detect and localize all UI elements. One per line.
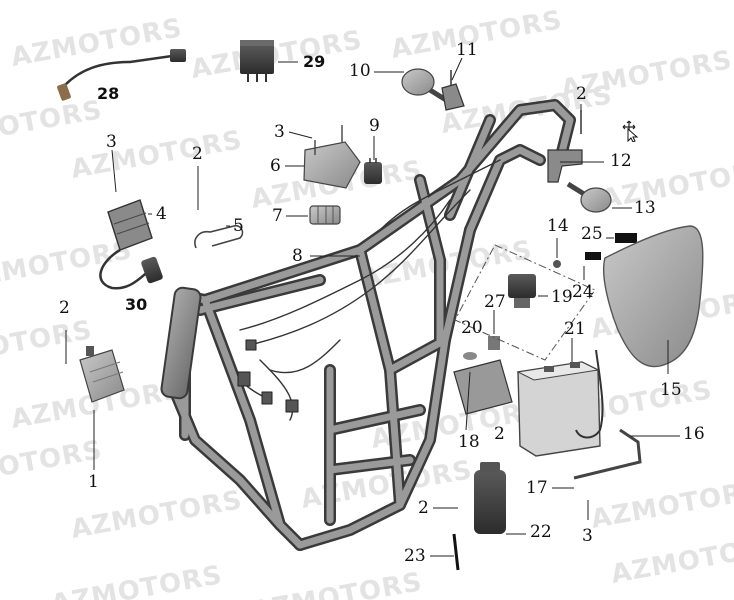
canister-part	[474, 462, 506, 534]
callout-30: 30	[125, 295, 148, 314]
callout-27: 27	[484, 292, 506, 312]
turn-signal-part	[401, 68, 448, 103]
rubber-part	[488, 336, 500, 350]
callout-6: 6	[270, 156, 281, 176]
callout-22: 22	[530, 522, 552, 542]
callout-15: 15	[660, 380, 682, 400]
pin-part	[452, 533, 460, 571]
callout-7: 7	[272, 206, 283, 226]
callout-29: 29	[303, 52, 326, 71]
callout-14: 14	[547, 216, 569, 236]
frame	[160, 99, 576, 551]
leader-lines	[65, 57, 680, 557]
move-cursor-icon	[622, 120, 639, 142]
callout-2: 2	[576, 84, 587, 104]
battery-part	[516, 349, 604, 457]
callout-21: 21	[564, 319, 586, 339]
callout-2: 2	[192, 144, 203, 164]
callout-10: 10	[349, 61, 371, 81]
ecu-part	[303, 125, 361, 189]
ignition-coil-part	[99, 199, 163, 290]
callout-3: 3	[106, 132, 117, 152]
wire-clip-part	[194, 224, 244, 249]
battery-strap-part	[573, 428, 642, 480]
callout-25: 25	[581, 224, 603, 244]
callout-20: 20	[461, 318, 483, 338]
washer-part	[553, 260, 561, 268]
pad-part	[615, 233, 637, 243]
callout-11: 11	[456, 40, 478, 60]
relay-part	[240, 40, 274, 82]
callout-3: 3	[274, 122, 285, 142]
callout-5: 5	[233, 216, 244, 236]
callout-8: 8	[292, 246, 303, 266]
callout-4: 4	[156, 204, 167, 224]
grommet-part	[463, 352, 477, 360]
side-cover-part	[603, 225, 704, 368]
pad-part	[585, 252, 601, 260]
callout-3: 3	[582, 526, 593, 546]
callout-16: 16	[683, 424, 705, 444]
bracket-part	[441, 70, 465, 111]
battery-box-outline	[454, 244, 596, 361]
callout-28: 28	[97, 84, 120, 103]
sensor-cable-part	[57, 49, 186, 101]
battery-tray-part	[453, 359, 513, 415]
callout-9: 9	[369, 116, 380, 136]
callout-1: 1	[88, 472, 99, 492]
callout-2: 2	[494, 424, 505, 444]
callout-24: 24	[572, 282, 594, 302]
fuse-box-part	[309, 205, 341, 225]
callout-2: 2	[418, 498, 429, 518]
regulator-part	[79, 346, 125, 403]
callout-2: 2	[59, 298, 70, 318]
starter-relay-part	[508, 274, 536, 308]
callout-19: 19	[551, 287, 573, 307]
rear-turn-signal-part	[566, 181, 612, 213]
callout-12: 12	[610, 151, 632, 171]
bracket-right-part	[547, 110, 583, 183]
callout-13: 13	[634, 198, 656, 218]
callout-17: 17	[526, 478, 548, 498]
small-relay-part	[364, 158, 382, 184]
callout-18: 18	[458, 432, 480, 452]
callout-23: 23	[404, 546, 426, 566]
